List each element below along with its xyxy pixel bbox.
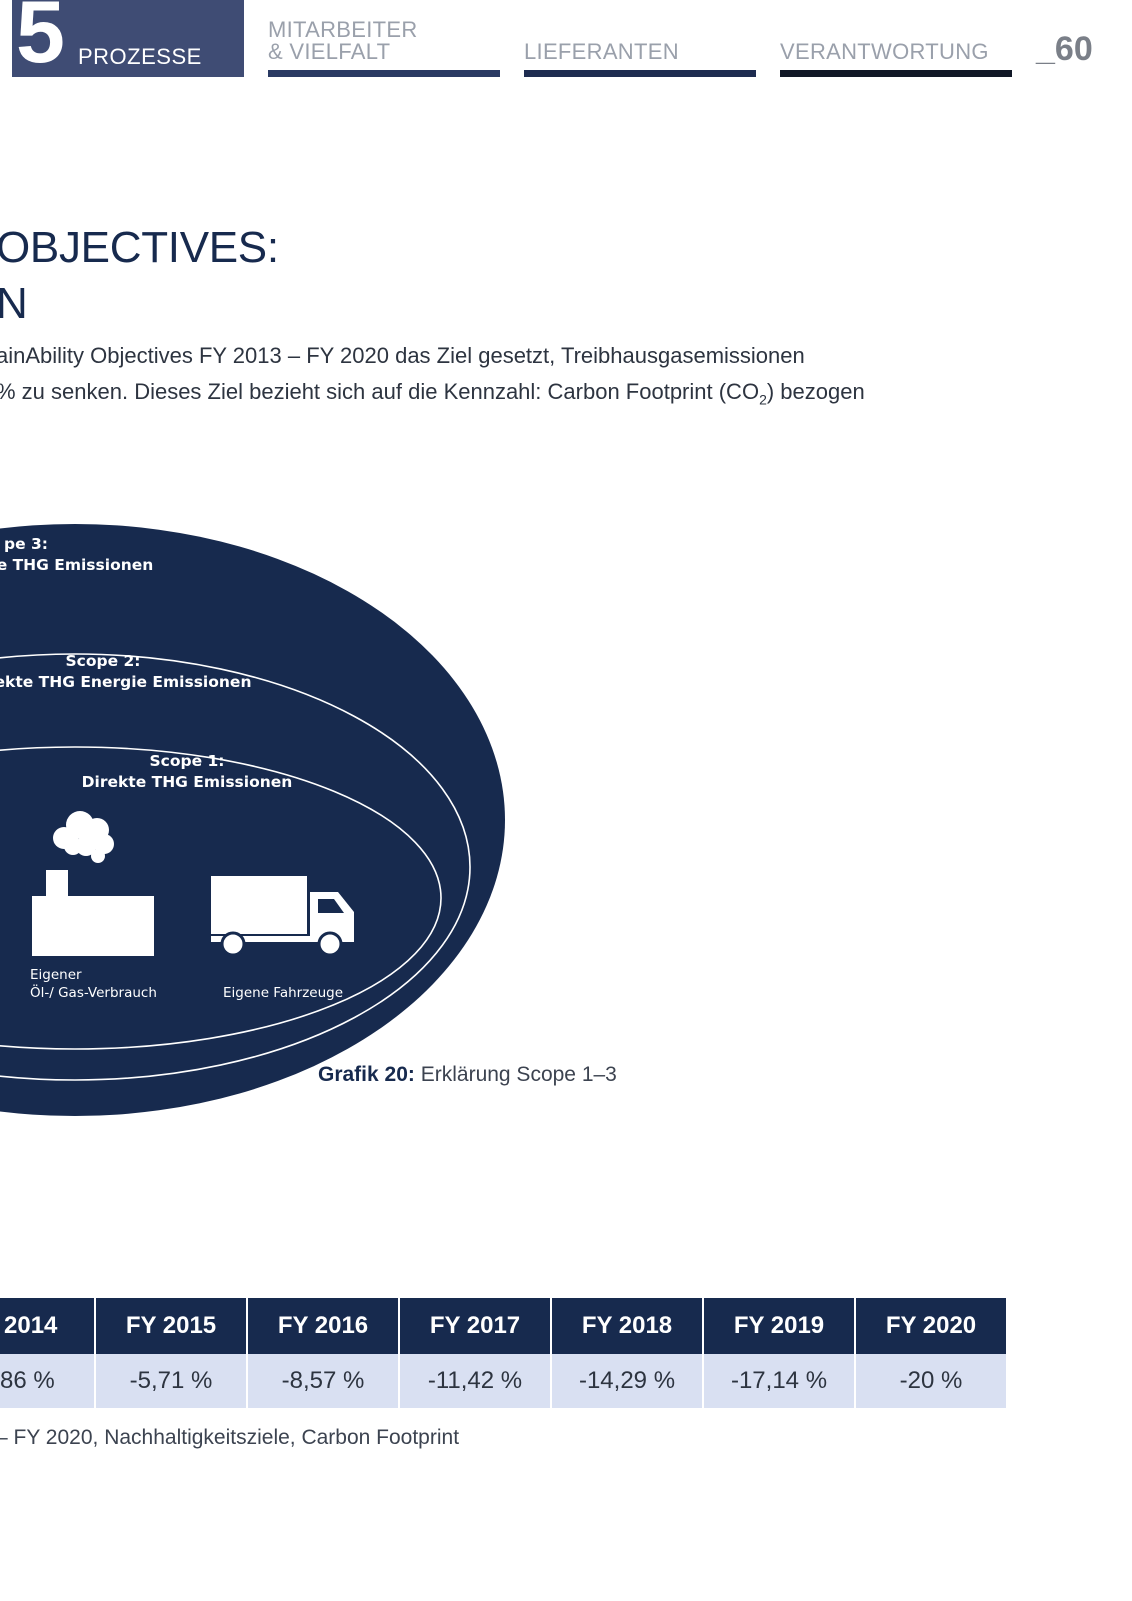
nav-tab-label: VERANTWORTUNG <box>780 39 989 64</box>
factory-icon <box>32 870 154 956</box>
truck-icon <box>211 876 354 957</box>
scope3-ellipse <box>0 524 505 1116</box>
nav-tab-bar <box>780 70 1012 77</box>
scope3-subtitle: e THG Emissionen <box>0 556 153 574</box>
factory-label-line1: Eigener <box>30 967 82 983</box>
table-cell: -11,42 % <box>399 1354 552 1408</box>
truck-label: Eigene Fahrzeuge <box>223 985 343 1001</box>
scope-diagram: pe 3: e THG Emissionen Scope 2: ekte THG… <box>0 524 505 1116</box>
table-caption: – FY 2020, Nachhaltigkeitsziele, Carbon … <box>0 1426 460 1449</box>
scope1-title: Scope 1: <box>150 752 225 770</box>
body-paragraph: ainAbility Objectives FY 2013 – FY 2020 … <box>0 338 996 417</box>
section-headline: OBJECTIVES: N <box>0 223 279 328</box>
chapter-number: 5 <box>16 0 65 77</box>
page-number: _60 <box>1036 30 1093 68</box>
scope2-ellipse <box>0 653 471 1081</box>
table-cell: -14,29 % <box>551 1354 704 1408</box>
table-cell: 86 % <box>0 1354 96 1408</box>
factory-label-line2: Öl-/ Gas-Verbrauch <box>30 983 157 1001</box>
scope2-subtitle: ekte THG Energie Emissionen <box>0 673 251 691</box>
table-row: 86 % -5,71 % -8,57 % -11,42 % -14,29 % -… <box>0 1354 1006 1408</box>
table-header-cell: FY 2015 <box>95 1298 248 1354</box>
figure-caption: Grafik 20: Erklärung Scope 1–3 <box>318 1063 617 1087</box>
table-cell: -5,71 % <box>95 1354 248 1408</box>
table-header-cell: FY 2017 <box>399 1298 552 1354</box>
figure-caption-text: Erklärung Scope 1–3 <box>414 1063 617 1086</box>
nav-tab-lieferanten[interactable]: LIEFERANTEN <box>524 0 756 77</box>
table-cell: -8,57 % <box>247 1354 400 1408</box>
scope2-title: Scope 2: <box>66 652 141 670</box>
body-line-2-text: % zu senken. Dieses Ziel bezieht sich au… <box>0 379 760 404</box>
chapter-tab-prozesse[interactable]: 5 PROZESSE <box>12 0 244 77</box>
figure-caption-label: Grafik 20: <box>318 1063 415 1086</box>
body-line-1: ainAbility Objectives FY 2013 – FY 2020 … <box>0 343 805 368</box>
nav-tab-verantwortung[interactable]: VERANTWORTUNG <box>780 0 1012 77</box>
chapter-label: PROZESSE <box>78 44 202 69</box>
scope3-title: pe 3: <box>4 535 48 553</box>
body-line-2: % zu senken. Dieses Ziel bezieht sich au… <box>0 374 996 417</box>
table-header-cell: FY 2018 <box>551 1298 704 1354</box>
cloud-icon <box>53 811 114 863</box>
nav-tab-mitarbeiter[interactable]: MITARBEITER & VIELFALT <box>268 0 500 77</box>
table-cell: -20 % <box>855 1354 1006 1408</box>
table-header-cell: FY 2019 <box>703 1298 856 1354</box>
table-header-cell: FY 2020 <box>855 1298 1006 1354</box>
table-header-cell: 2014 <box>0 1298 96 1354</box>
nav-tab-label: MITARBEITER & VIELFALT <box>268 17 418 64</box>
reduction-targets-table: 2014 FY 2015 FY 2016 FY 2017 FY 2018 FY … <box>0 1298 1006 1408</box>
table-header-row: 2014 FY 2015 FY 2016 FY 2017 FY 2018 FY … <box>0 1298 1006 1354</box>
table-header-cell: FY 2016 <box>247 1298 400 1354</box>
body-line-2-end: ) bezogen <box>766 379 865 404</box>
scope1-ellipse <box>0 746 442 1050</box>
scope1-subtitle: Direkte THG Emissionen <box>82 773 293 791</box>
nav-tab-bar <box>268 70 500 77</box>
co2-subscript: 2 <box>759 391 767 408</box>
table-cell: -17,14 % <box>703 1354 856 1408</box>
nav-tab-bar <box>524 70 756 77</box>
nav-tab-label: LIEFERANTEN <box>524 39 679 64</box>
